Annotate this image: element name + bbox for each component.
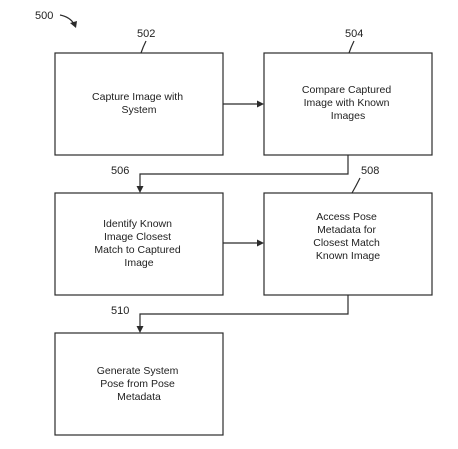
step-510-box [54,332,224,436]
step-510-ref: 510 [111,305,129,317]
step-502-box [54,52,224,156]
step-504-leader [348,40,355,54]
step-508-leader [351,177,361,194]
step-506: Identify Known Image Closest Match to Ca… [54,192,224,296]
arrow-504-to-506 [139,155,349,187]
arrow-506-to-508-head [257,239,264,247]
step-510-line-1: Generate System [97,365,179,377]
step-502-line-1: Capture Image with [92,91,183,103]
arrow-504-to-506-head [136,186,144,193]
step-508-box [263,192,433,296]
step-504-line-1: Compare Captured [302,84,391,96]
step-502-text: Capture Image with System [92,91,186,116]
step-508: Access Pose Metadata for Closest Match K… [263,192,433,296]
step-504: Compare Captured Image with Known Images [263,52,433,156]
step-510-text: Generate System Pose from Pose Metadata [97,365,182,403]
step-506-line-4: Image [124,257,153,269]
step-510-line-2: Pose from Pose [100,378,175,390]
step-508-ref: 508 [361,165,379,177]
step-506-ref: 506 [111,165,129,177]
figure-label: 500 [35,10,53,22]
step-504-line-2: Image with Known [304,97,390,109]
step-502-line-2: System [121,104,156,116]
arrow-508-to-510-head [136,326,144,333]
arrow-502-to-504-head [257,100,264,108]
step-508-line-4: Known Image [316,250,380,262]
step-510: Generate System Pose from Pose Metadata [54,332,224,436]
step-504-text: Compare Captured Image with Known Images [302,84,394,122]
step-506-box [54,192,224,296]
step-502-leader [140,40,147,54]
step-504-line-3: Images [331,110,365,122]
step-508-line-1: Access Pose [316,211,377,223]
step-502: Capture Image with System [54,52,224,156]
step-506-line-3: Match to Captured [94,244,181,256]
figure-label-pointer-arrowhead [70,21,77,28]
step-506-text: Identify Known Image Closest Match to Ca… [94,218,183,269]
step-506-line-2: Image Closest [104,231,171,243]
step-510-line-3: Metadata [117,391,161,403]
step-506-line-1: Identify Known [103,218,172,230]
step-504-box [263,52,433,156]
step-504-ref: 504 [345,28,363,40]
step-508-line-3: Closest Match [313,237,380,249]
step-502-ref: 502 [137,28,155,40]
arrow-508-to-510 [139,295,349,327]
step-508-text: Access Pose Metadata for Closest Match K… [313,211,382,262]
step-508-line-2: Metadata for [317,224,376,236]
